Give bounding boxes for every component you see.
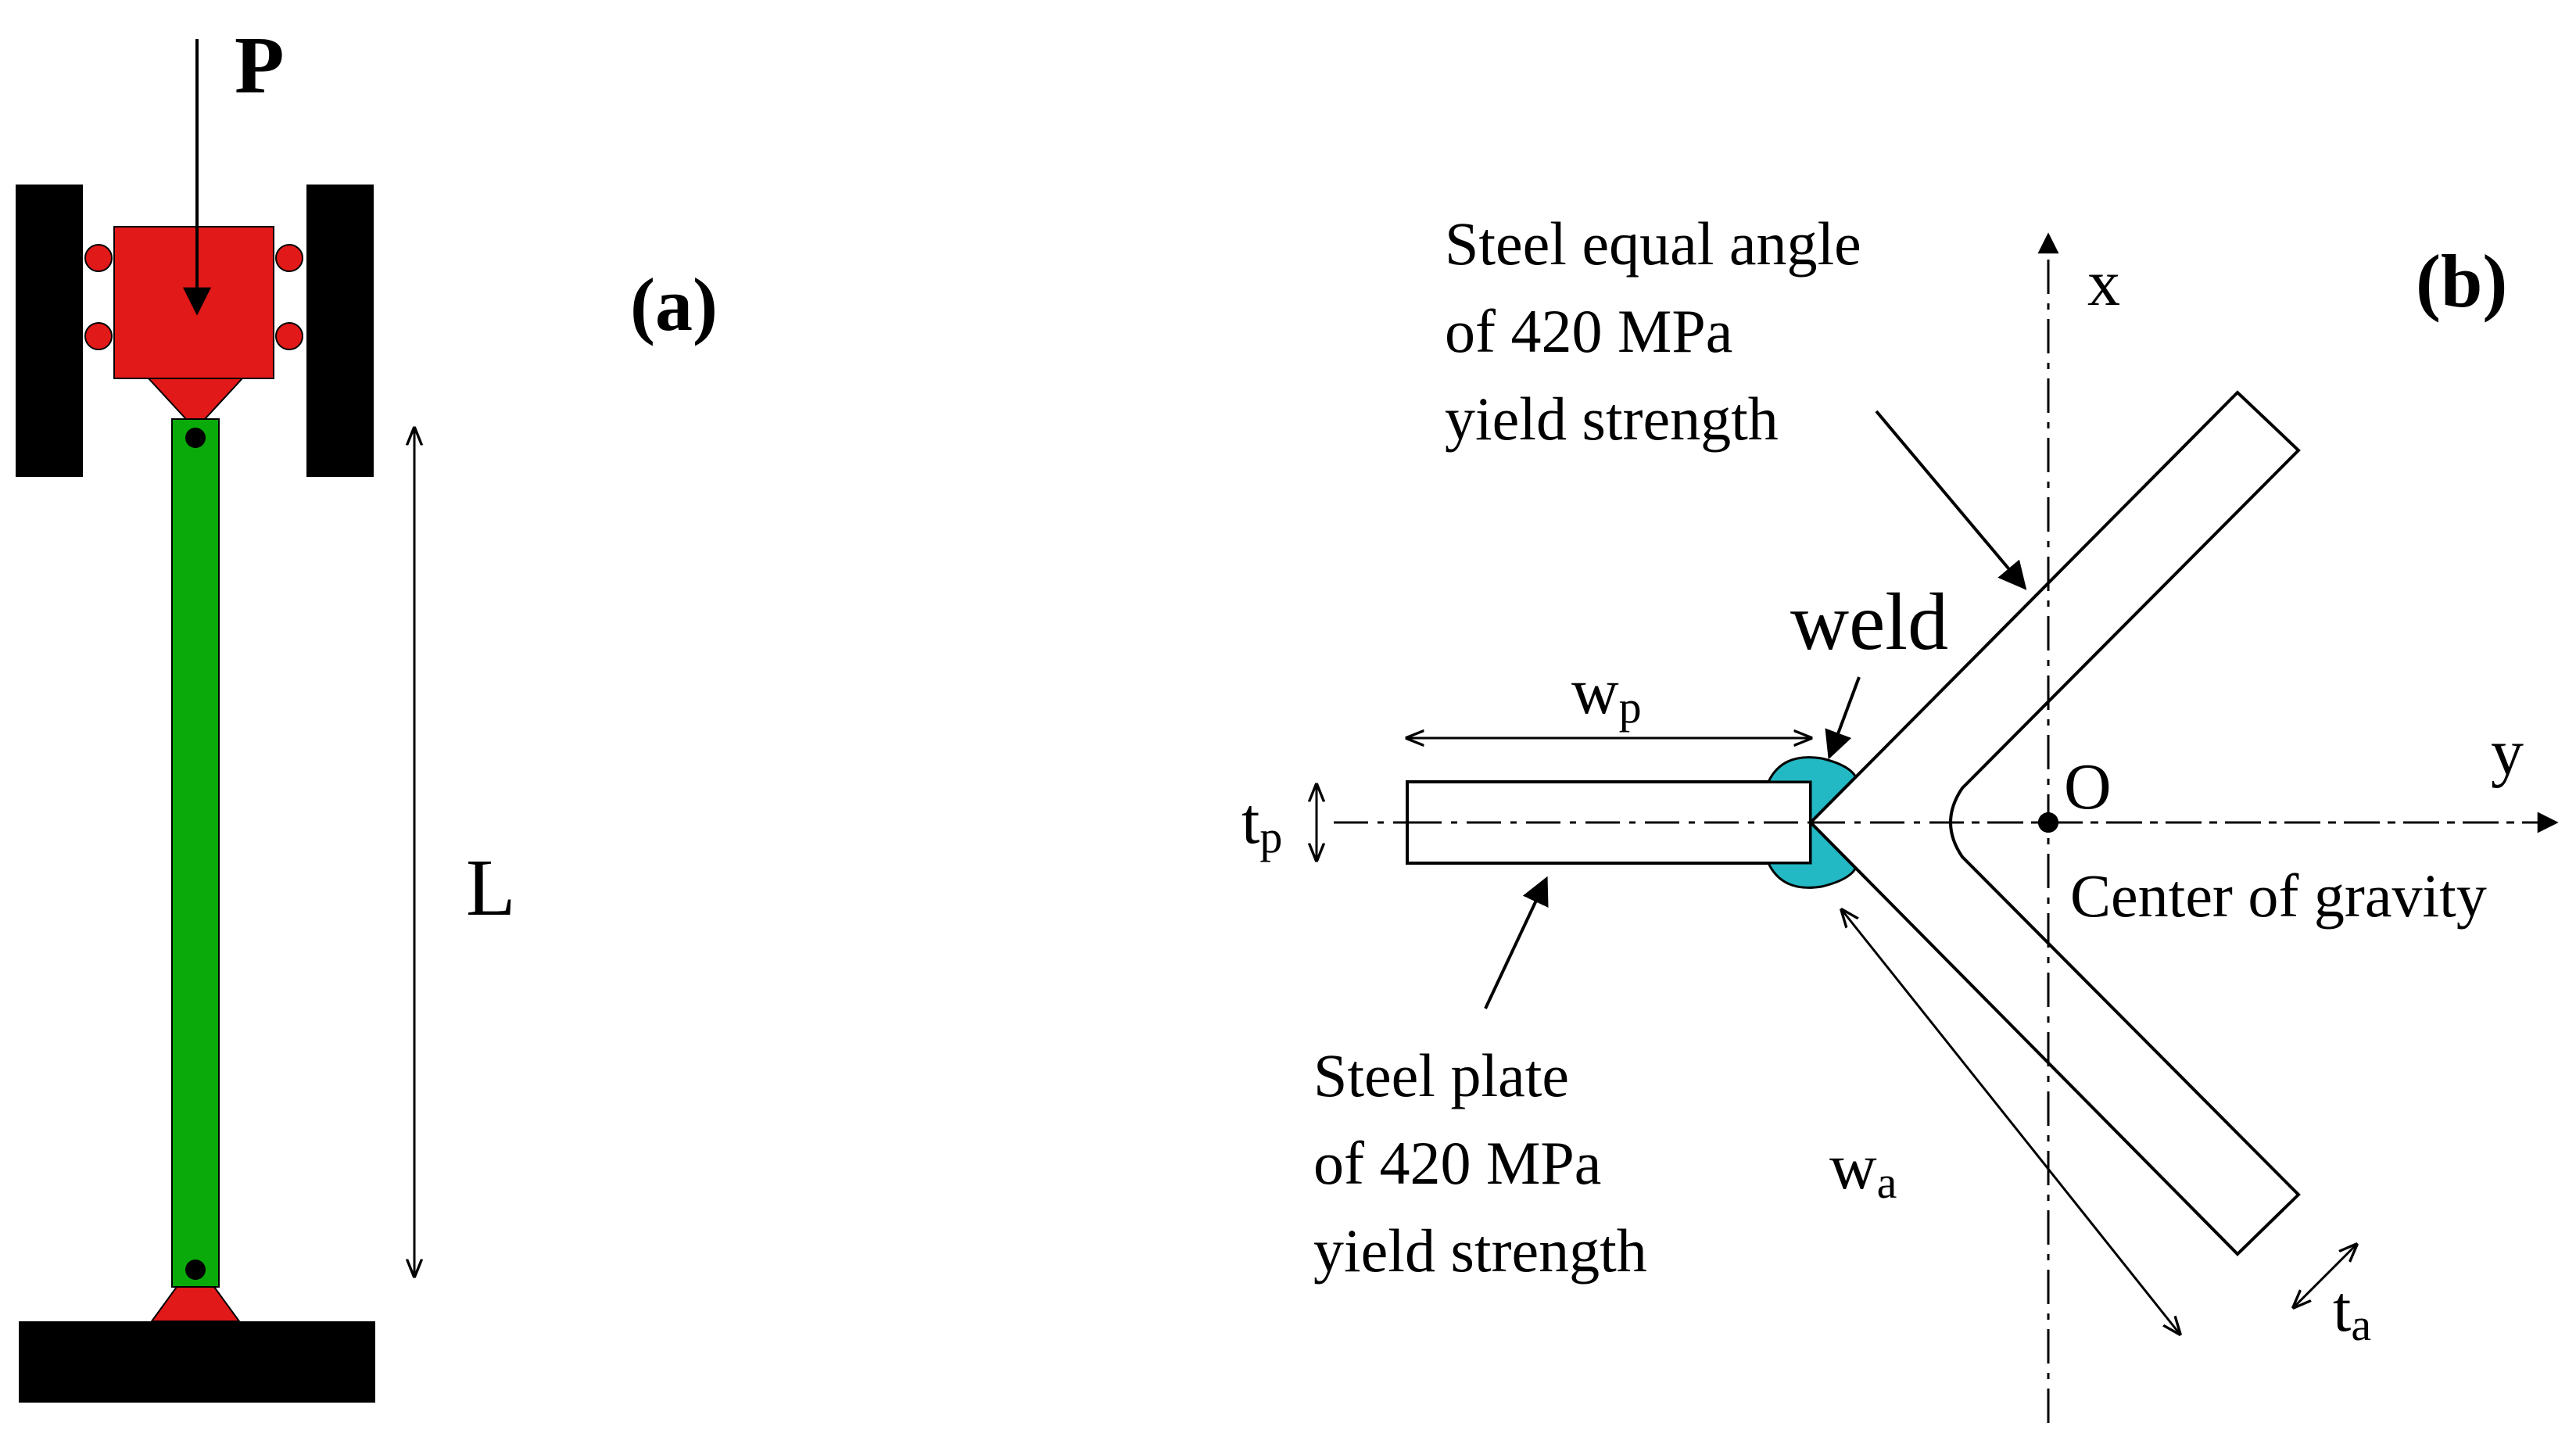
wa-dimension bbox=[1842, 910, 2180, 1334]
roller bbox=[275, 322, 303, 350]
right-guide-plate bbox=[306, 185, 374, 477]
bottom-pin bbox=[185, 1260, 206, 1280]
panel-a-label: (a) bbox=[630, 263, 718, 346]
roller bbox=[275, 244, 303, 272]
left-guide-plate bbox=[16, 185, 83, 477]
weld-pointer bbox=[1825, 676, 1861, 760]
top-pin bbox=[185, 428, 206, 448]
tp-label: tp bbox=[1241, 785, 1282, 862]
y-axis-label: y bbox=[2491, 716, 2524, 789]
roller bbox=[84, 322, 113, 350]
panel-b: x y O Center of gravity wp tp wa ta bbox=[1241, 210, 2559, 1423]
plate-label: Steel plate of 420 MPa yield strength bbox=[1313, 1041, 1647, 1285]
loading-head bbox=[113, 226, 274, 379]
origin-label: O bbox=[2064, 751, 2112, 823]
weld-label: weld bbox=[1790, 577, 1948, 667]
bottom-hinge-wedge bbox=[150, 1286, 241, 1322]
column bbox=[171, 418, 220, 1288]
center-of-gravity-label: Center of gravity bbox=[2070, 862, 2487, 930]
ta-dimension bbox=[2294, 1245, 2356, 1307]
roller bbox=[84, 244, 113, 272]
angle-pointer bbox=[1875, 410, 2027, 590]
wa-label: wa bbox=[1829, 1131, 1897, 1208]
ta-label: ta bbox=[2333, 1273, 2371, 1350]
wp-label: wp bbox=[1571, 655, 1642, 733]
load-label: P bbox=[235, 20, 285, 110]
top-hinge-wedge bbox=[146, 378, 245, 420]
panel-a: P L (a) bbox=[16, 20, 718, 1403]
panel-b-label: (b) bbox=[2416, 239, 2507, 323]
x-axis-label: x bbox=[2087, 247, 2120, 320]
plate-pointer bbox=[1484, 876, 1549, 1009]
origin-point-overlay bbox=[2038, 812, 2058, 833]
base-plate bbox=[19, 1321, 375, 1403]
length-label: L bbox=[466, 843, 516, 933]
angle-label: Steel equal angle of 420 MPa yield stren… bbox=[1445, 210, 1876, 453]
